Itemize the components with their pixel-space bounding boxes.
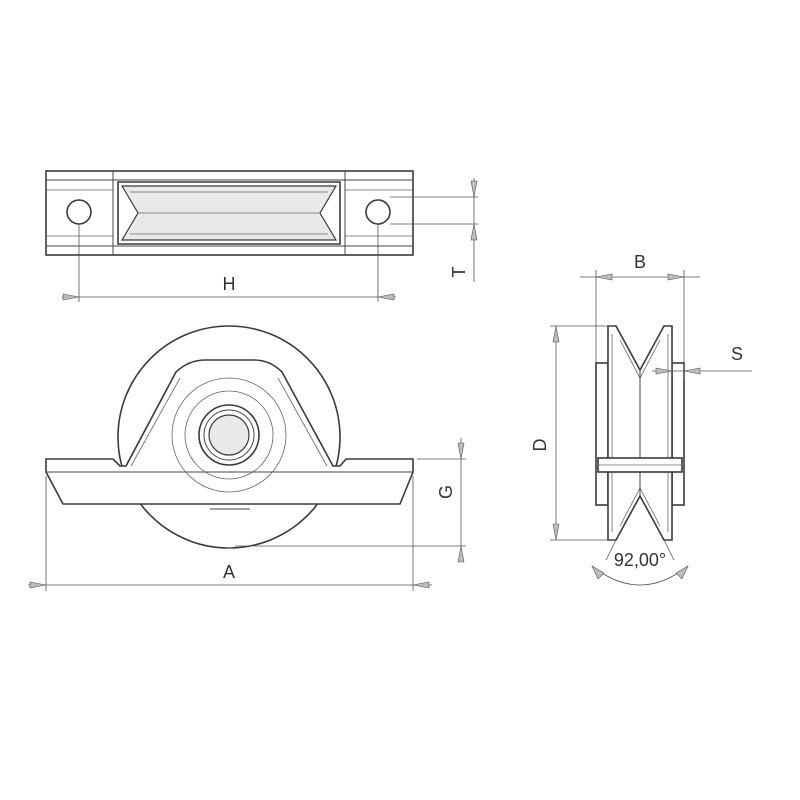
label-angle: 92,00° xyxy=(614,550,666,570)
side-view xyxy=(595,325,685,541)
label-g: G xyxy=(436,485,456,499)
dimension-h: H xyxy=(62,224,396,302)
dimension-s: S xyxy=(652,344,752,380)
dimension-g: G xyxy=(235,438,466,563)
dimension-b: B xyxy=(580,252,700,363)
top-view xyxy=(45,170,414,256)
dimension-angle: 92,00° xyxy=(591,539,689,586)
label-d: D xyxy=(530,439,550,452)
dimension-a: A xyxy=(28,476,432,591)
dimension-d: D xyxy=(530,325,612,541)
label-t: T xyxy=(449,267,469,278)
label-b: B xyxy=(634,252,646,272)
label-a: A xyxy=(223,562,235,582)
front-view xyxy=(45,325,414,549)
label-s: S xyxy=(731,344,743,364)
side-view-bracket-right xyxy=(671,362,685,506)
front-view-axle-bore xyxy=(208,414,250,456)
dimension-t: T xyxy=(390,178,478,282)
top-view-mount-hole-left xyxy=(66,199,92,225)
side-view-bracket-left xyxy=(595,362,609,506)
label-h: H xyxy=(223,274,236,294)
top-view-mount-hole-right xyxy=(365,199,391,225)
front-view-hub-outer xyxy=(171,377,287,493)
